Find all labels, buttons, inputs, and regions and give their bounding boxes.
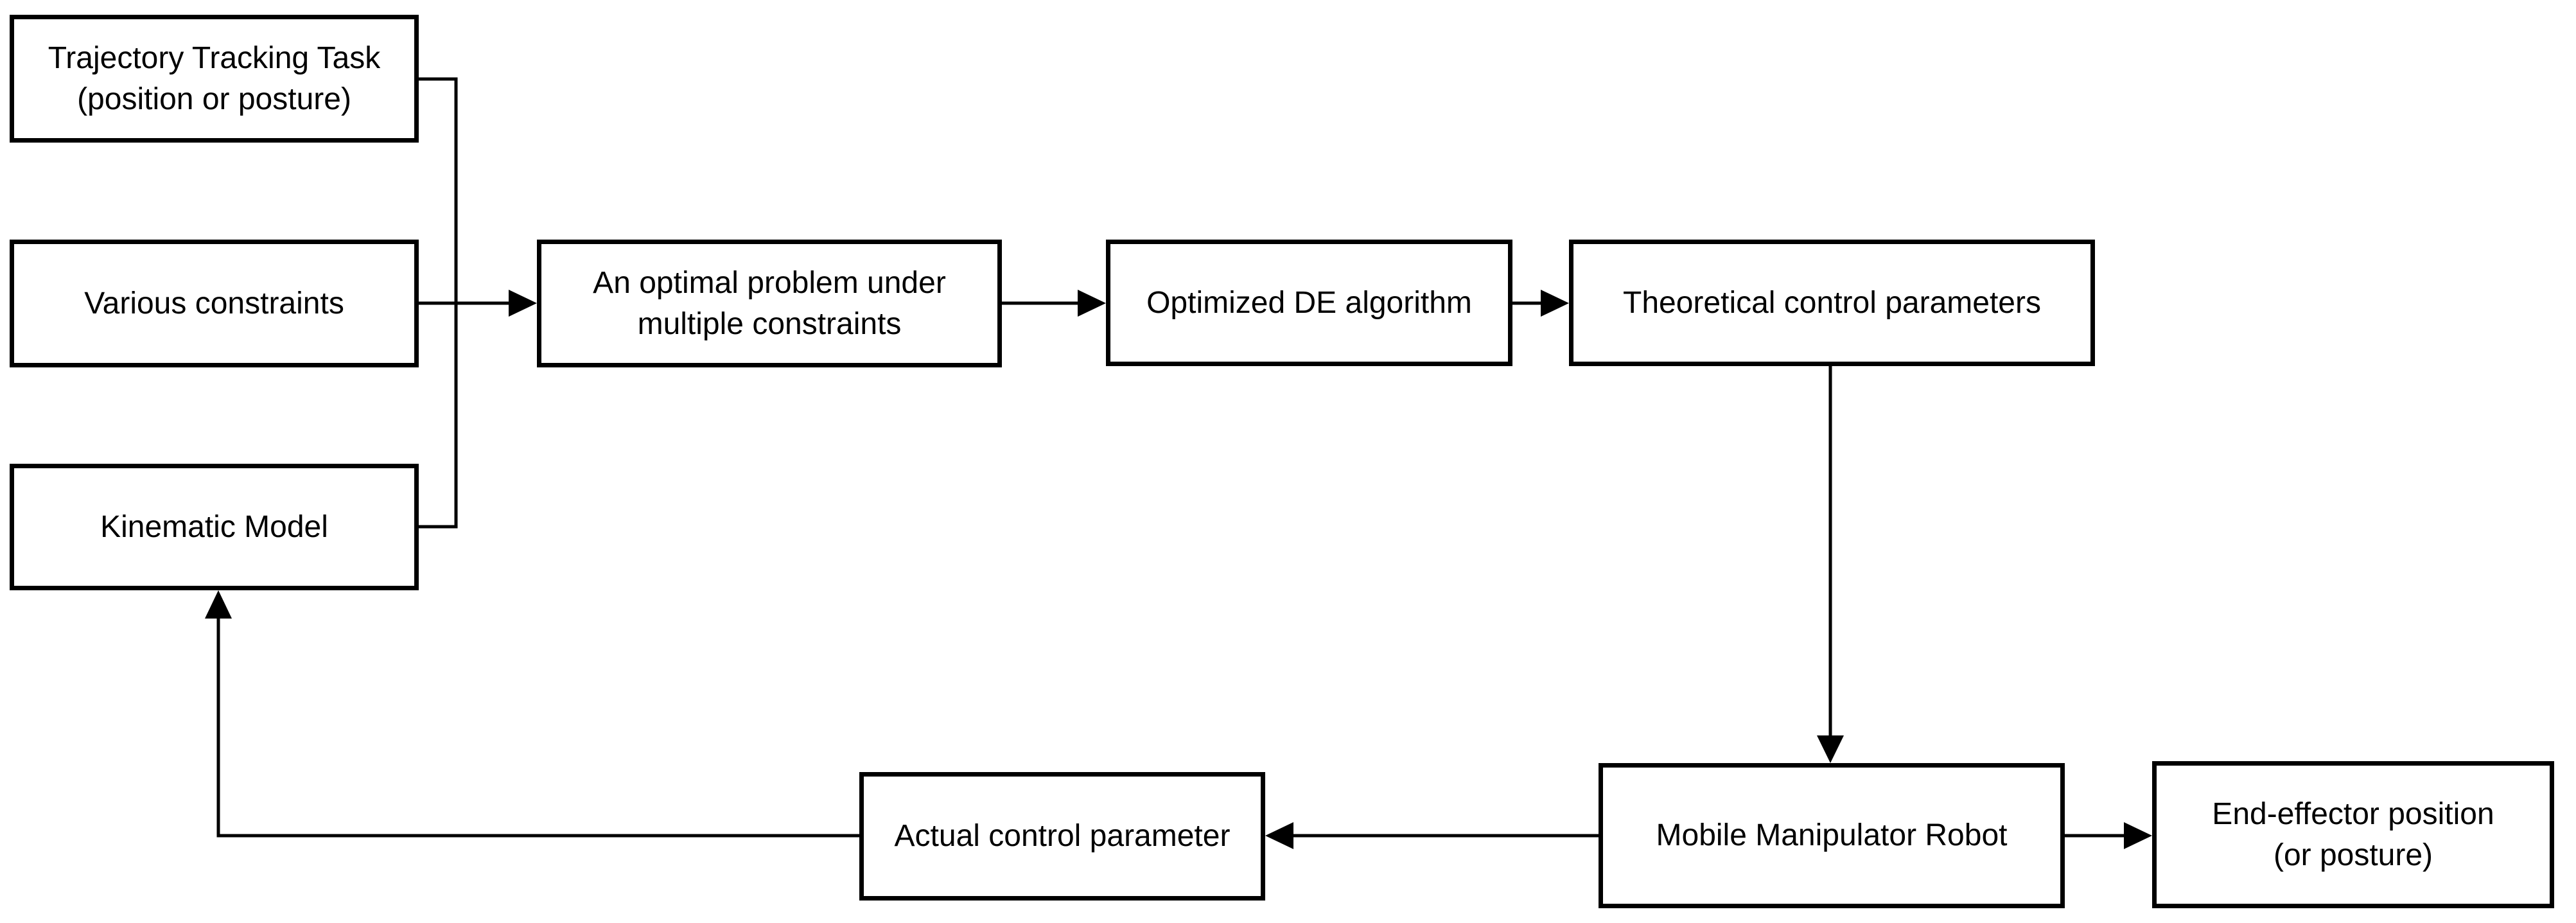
node-label: Theoretical control parameters [1623, 285, 2041, 320]
arrowhead-into-mobile-robot [1817, 735, 1844, 763]
node-theoretical-control-parameters: Theoretical control parameters [1569, 240, 2095, 366]
node-label: Kinematic Model [100, 509, 328, 544]
node-label: Optimized DE algorithm [1146, 285, 1472, 320]
node-label: multiple constraints [637, 306, 902, 341]
arrowhead-into-theoretical-params [1541, 290, 1569, 317]
arrowhead-into-de-algorithm [1078, 290, 1106, 317]
arrowhead-into-optimal-problem [509, 290, 537, 317]
node-end-effector-position: End-effector position (or posture) [2152, 761, 2554, 908]
node-various-constraints: Various constraints [10, 240, 419, 367]
connector-feedback-to-kinematic [216, 618, 859, 838]
arrowhead-into-end-effector [2124, 822, 2152, 849]
node-label: Actual control parameter [894, 819, 1231, 853]
node-label: (or posture) [2273, 838, 2433, 872]
node-label: End-effector position [2212, 796, 2494, 831]
node-label: Trajectory Tracking Task [48, 40, 381, 75]
node-trajectory-tracking-task: Trajectory Tracking Task (position or po… [10, 15, 419, 143]
node-optimal-problem: An optimal problem under multiple constr… [537, 240, 1002, 367]
node-kinematic-model: Kinematic Model [10, 464, 419, 590]
node-mobile-manipulator-robot: Mobile Manipulator Robot [1599, 763, 2065, 908]
node-label: Mobile Manipulator Robot [1656, 818, 2008, 852]
node-label: Various constraints [84, 286, 344, 321]
node-label: (position or posture) [77, 82, 351, 116]
arrowhead-into-actual-param [1265, 822, 1293, 849]
node-label: An optimal problem under [593, 265, 946, 300]
node-actual-control-parameter: Actual control parameter [859, 772, 1265, 901]
node-optimized-de-algorithm: Optimized DE algorithm [1106, 240, 1512, 366]
arrowhead-into-kinematic-model [205, 590, 232, 619]
